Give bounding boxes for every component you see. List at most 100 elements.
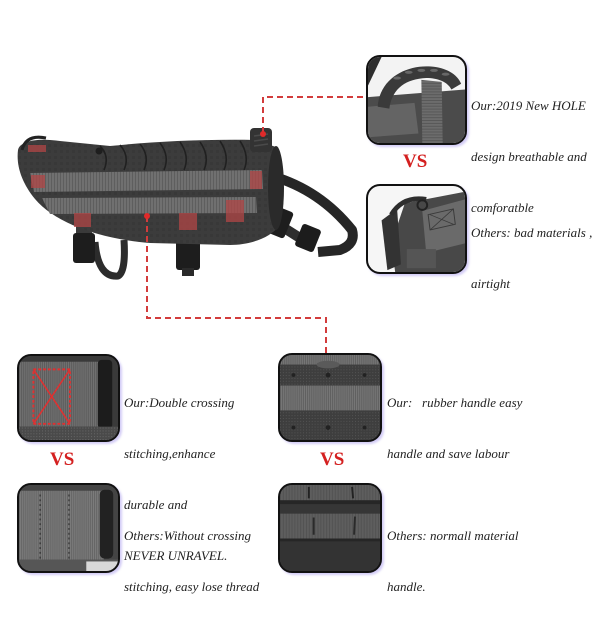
others-handle-material-photo xyxy=(278,483,382,573)
lower-fabric xyxy=(280,541,380,571)
seam xyxy=(280,500,380,505)
hole xyxy=(404,70,413,74)
rubber-handle-webbing-image xyxy=(280,355,380,440)
description-line: stitching, easy lose thread xyxy=(124,579,260,594)
description-line: durable and xyxy=(124,497,188,512)
left-buckle-icon xyxy=(73,233,95,263)
vs-label: VS xyxy=(403,151,428,172)
chest-buckle-icon xyxy=(254,201,294,239)
double-crossing-stitching-image xyxy=(19,356,118,440)
others-stitching-description: Others:Without crossing stitching, easy … xyxy=(124,493,259,629)
connector-lines xyxy=(144,96,366,353)
rivet-dots-bottom xyxy=(291,425,367,430)
description-line: Our: rubber handle easy xyxy=(387,395,523,410)
rubber-hole-handle-image xyxy=(368,57,465,143)
stitch-mark xyxy=(250,171,262,189)
connector-handle-to-top-photo xyxy=(262,96,366,133)
lace xyxy=(219,140,228,171)
top-webbing xyxy=(280,355,380,365)
bar-tack-lines xyxy=(312,516,356,535)
rubber-bump xyxy=(316,360,340,369)
stitch-mark xyxy=(74,213,91,227)
stitch-mark xyxy=(31,175,45,188)
chest-strap-lower xyxy=(259,209,303,243)
description-line: Others: normall material xyxy=(387,528,519,543)
rivet xyxy=(291,425,296,430)
lace xyxy=(99,145,108,171)
connector-body-to-bottom-photo xyxy=(146,216,327,353)
top-handle-icon xyxy=(250,128,272,152)
plain-stitching-image xyxy=(19,485,118,571)
middle-webbing xyxy=(280,385,380,411)
rear-loop xyxy=(20,135,47,151)
hole xyxy=(430,68,438,72)
lace xyxy=(239,140,248,171)
bar-tack-lines xyxy=(307,486,355,499)
description-line: Others: bad materials , xyxy=(471,225,593,240)
connector-dot xyxy=(260,131,266,137)
lace xyxy=(159,142,168,171)
middle-buckle-icon xyxy=(176,232,200,270)
lower-fabric xyxy=(19,426,118,440)
rivet xyxy=(362,373,367,377)
buckle-bar xyxy=(97,359,113,429)
description-line: NEVER UNRAVEL. xyxy=(124,548,228,563)
description-line: Others:Without crossing xyxy=(124,528,251,543)
our-rubber-handle-description: Our: rubber handle easy handle and save … xyxy=(387,360,522,496)
hole xyxy=(417,68,426,72)
chest-strap-band xyxy=(270,171,358,257)
others-handle-material-description: Others: normall material handle. xyxy=(387,493,518,629)
vs-label: VS xyxy=(320,449,345,470)
box-stitch-red xyxy=(32,368,71,425)
description-line: airtight xyxy=(471,276,511,291)
description-line: comforatble xyxy=(471,200,534,215)
connector-dot xyxy=(144,213,150,219)
stitch-mark xyxy=(179,213,197,230)
stitch-marks xyxy=(28,145,262,230)
neck-opening xyxy=(268,146,284,230)
our-stitching-description: Our:Double crossing stitching,enhance du… xyxy=(124,360,234,598)
vs-label: VS xyxy=(50,449,75,470)
description-line: Our:Double crossing xyxy=(124,395,235,410)
description-line: Our:2019 New HOLE xyxy=(471,98,586,113)
webbing-texture xyxy=(19,361,102,427)
our-handle-description: Our:2019 New HOLE design breathable and … xyxy=(471,63,587,250)
harness-panel-light xyxy=(368,102,419,138)
middle-strap-attach xyxy=(179,214,197,236)
vertical-webbing-strap xyxy=(421,79,443,143)
panel-cross xyxy=(429,208,454,231)
airtight-handle-image xyxy=(368,186,465,272)
description-line: design breathable and xyxy=(471,149,587,164)
breathable-holes xyxy=(393,68,450,80)
rivet xyxy=(325,425,331,430)
description-line: handle and save labour xyxy=(387,446,510,461)
velcro-button xyxy=(95,147,103,155)
panel-stitch xyxy=(427,208,456,231)
upper-molle-band xyxy=(30,170,263,192)
chest-slider-icon xyxy=(295,224,321,252)
others-handle-description: Others: bad materials , airtight xyxy=(471,190,592,326)
comparison-infographic: Our:2019 New HOLE design breathable and … xyxy=(17,55,592,598)
lace xyxy=(139,143,148,171)
harness-body xyxy=(17,128,284,245)
lace xyxy=(199,141,208,171)
harness-vest xyxy=(17,139,280,245)
lacing-cords xyxy=(99,140,248,171)
middle-webbing xyxy=(280,513,380,539)
middle-strap-end xyxy=(182,268,194,276)
lace xyxy=(119,144,128,171)
rivet xyxy=(325,372,331,378)
seam xyxy=(280,538,380,542)
d-ring-icon xyxy=(416,199,429,211)
handle-loop xyxy=(389,196,427,216)
others-handle-photo xyxy=(366,184,467,274)
corner-shadow xyxy=(368,57,382,86)
hole xyxy=(441,72,450,76)
cross-stitch-red xyxy=(32,368,71,425)
normal-material-handle-image xyxy=(280,485,380,571)
our-handle-photo xyxy=(366,55,467,145)
straight-stitch-lines xyxy=(39,494,70,560)
description-line: handle. xyxy=(387,579,426,594)
handle-grip-lines xyxy=(253,133,269,147)
description-line: stitching,enhance xyxy=(124,446,216,461)
